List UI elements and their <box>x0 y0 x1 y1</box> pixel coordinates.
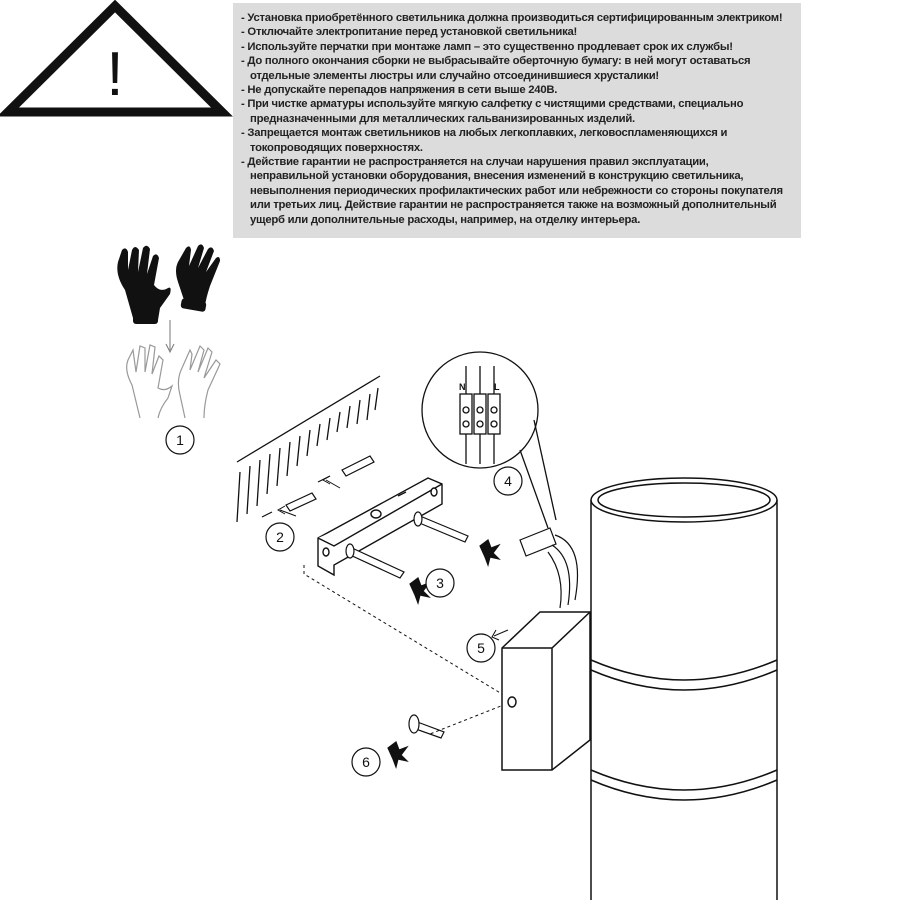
terminal-label-l: L <box>494 382 500 392</box>
terminal-block-detail <box>421 351 557 529</box>
alignment-guide <box>303 565 509 703</box>
wire-connector <box>519 527 579 609</box>
step-4-label: 4 <box>504 473 512 489</box>
warning-item-continuation: невыполнения периодических профилактичес… <box>250 184 783 197</box>
alignment-guide-2 <box>429 703 507 735</box>
wall-hatching <box>236 375 381 523</box>
warning-exclamation: ! <box>106 40 123 109</box>
step-5-label: 5 <box>477 640 485 656</box>
terminal-label-n: N <box>459 382 466 392</box>
step-circle-5 <box>466 633 496 663</box>
warning-item: - До полного окончания сборки не выбрасы… <box>241 55 751 68</box>
step-2-label: 2 <box>276 529 284 545</box>
warning-item: - При чистке арматуры используйте мягкую… <box>241 98 744 111</box>
warning-item: - Запрещается монтаж светильников на люб… <box>241 127 728 140</box>
step-circle-3 <box>425 568 455 598</box>
wall-plug-icon <box>261 455 375 518</box>
safety-warnings-panel: - Установка приобретённого светильника д… <box>233 3 801 238</box>
warning-item: - Отключайте электропитание перед устано… <box>241 26 578 39</box>
step-6-label: 6 <box>362 754 370 770</box>
step-circle-2 <box>265 522 295 552</box>
screw-icon <box>345 511 501 770</box>
warning-item-continuation: предназначенными для металлических гальв… <box>250 112 635 125</box>
wall-lamp <box>501 477 778 900</box>
arrow-down-icon <box>165 320 175 354</box>
warning-item: - Действие гарантии не распространяется … <box>241 156 709 169</box>
step-circle-1 <box>165 425 195 455</box>
warning-item-continuation: отдельные элементы люстры или случайно о… <box>250 69 659 82</box>
warning-item: - Используйте перчатки при монтаже ламп … <box>241 40 733 53</box>
warning-item: - Не допускайте перепадов напряжения в с… <box>241 84 558 97</box>
warning-item: - Установка приобретённого светильника д… <box>241 12 783 24</box>
warning-triangle-icon: ! <box>0 0 233 117</box>
arrow-icon <box>276 475 509 641</box>
step-circle-6 <box>351 747 381 777</box>
warning-item-continuation: токопроводящих поверхностях. <box>250 141 423 154</box>
step-1-label: 1 <box>176 432 184 448</box>
hands-icon <box>126 344 221 419</box>
warning-item-continuation: неправильной установки оборудования, вне… <box>250 170 744 183</box>
gloves-icon <box>117 244 220 324</box>
step-3-label: 3 <box>436 575 444 591</box>
warning-item-continuation: ущерб или дополнительные расходы, наприм… <box>250 213 641 226</box>
step-markers <box>165 425 523 777</box>
step-circle-4 <box>493 466 523 496</box>
warning-item-continuation: или третьих лиц. Действие гарантии не ра… <box>250 199 777 212</box>
